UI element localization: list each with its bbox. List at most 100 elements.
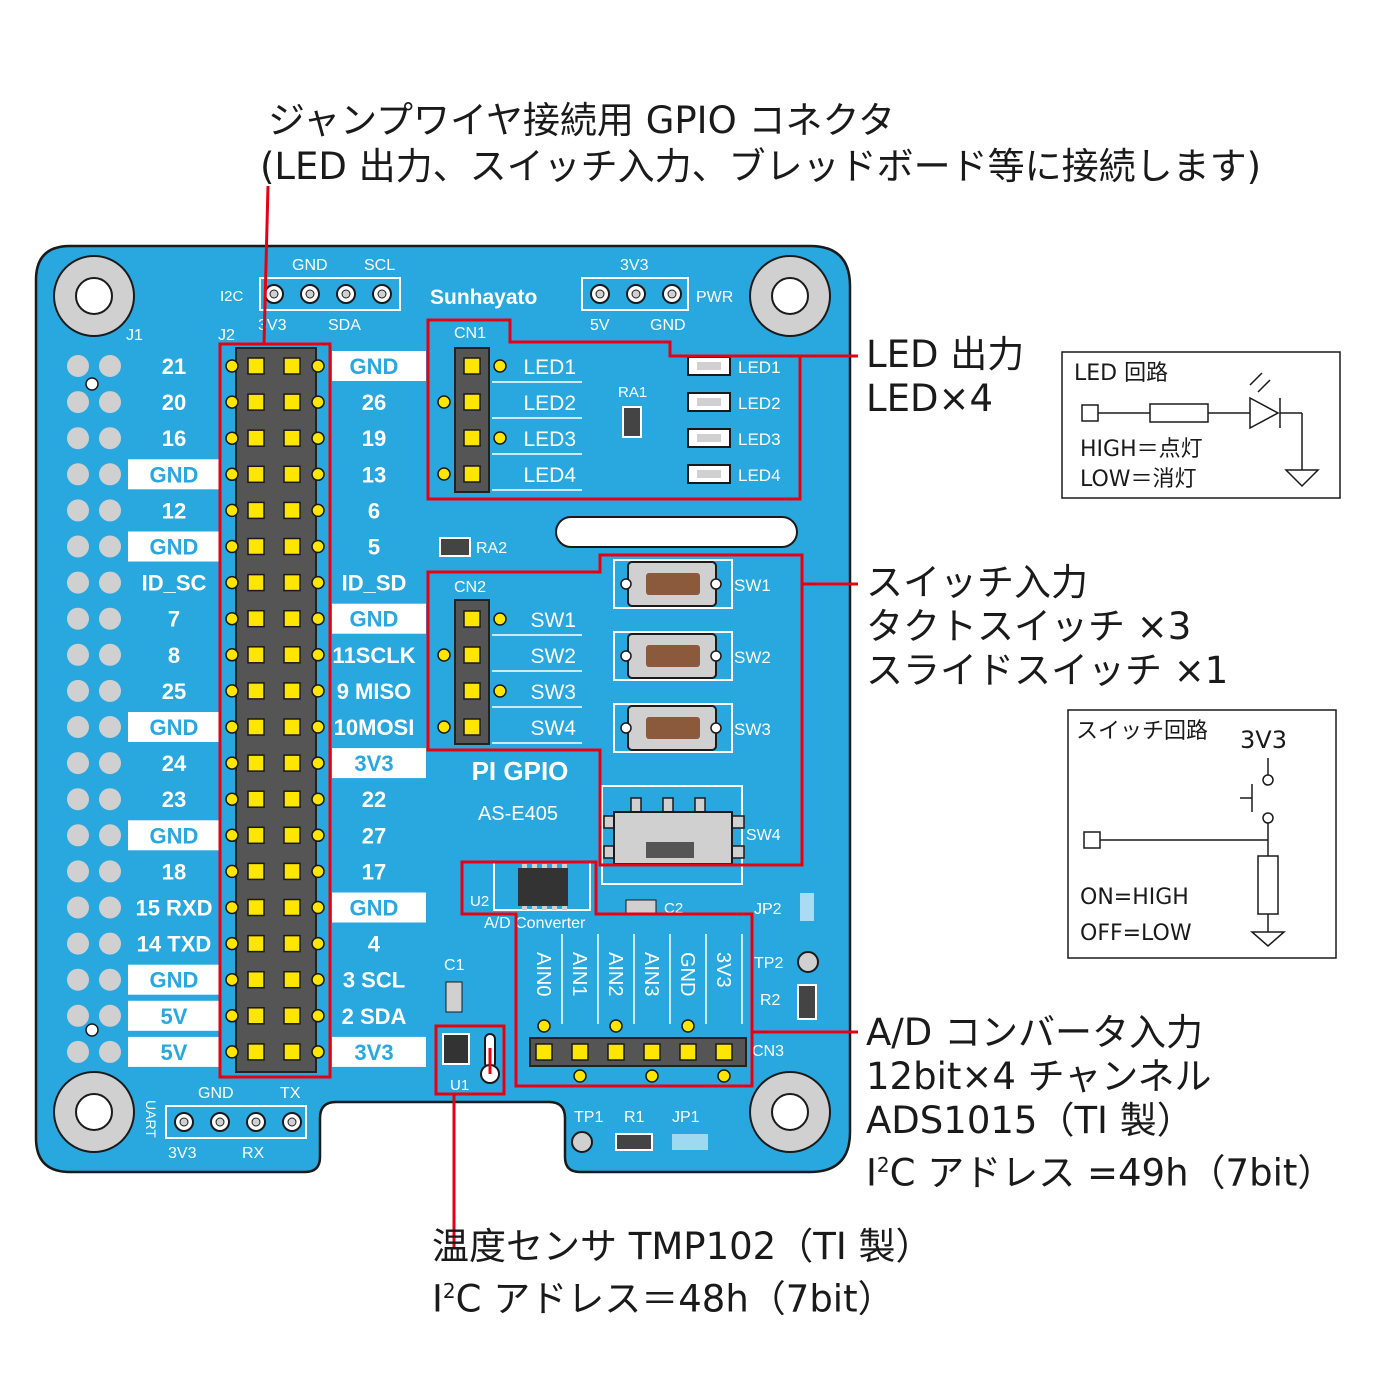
j2-right-label-bg-7 [332, 603, 426, 634]
j2-pad-l-14 [225, 864, 239, 879]
tp1-testpoint [571, 1131, 593, 1153]
j2-left-label-17: GND [150, 968, 199, 993]
j2-right-label-2: 19 [362, 426, 386, 451]
j2-pad-l-1 [225, 395, 239, 409]
temp-note-sup: 2 [442, 1279, 456, 1303]
j2-pin-14-0 [247, 862, 265, 881]
j2-pin-18-1 [283, 1007, 301, 1025]
j2-left-label-bg-5 [128, 531, 220, 562]
u2-pin-bot-1 [532, 904, 537, 910]
cn3-pin-label-2: AIN2 [604, 952, 626, 996]
j2-left-label-bg-10 [128, 712, 220, 742]
cn1-pins-pad-3 [437, 467, 451, 481]
j2-right-label-bg-11 [332, 748, 426, 779]
j2-pin-7-0 [247, 609, 265, 628]
j2-pin-5-0 [247, 537, 265, 556]
j2-pad-r-2 [311, 431, 325, 445]
j2-pad-r-5 [311, 539, 325, 554]
j2-right-label-4: 6 [368, 498, 380, 523]
j1-label: J1 [126, 327, 143, 344]
j2-pad-r-13 [311, 828, 325, 843]
cn2-pins-2 [463, 682, 481, 700]
i2c-gnd-label: GND [292, 257, 328, 274]
j2-pin-15-1 [283, 898, 301, 917]
sw-pad-l-2 [620, 722, 632, 734]
j2-pad-r-10 [311, 720, 325, 734]
j1-hole-3-0 [67, 463, 89, 486]
j2-left-label-12: 23 [162, 787, 186, 812]
j1-hole-0-0 [67, 355, 89, 377]
j1-pin40-marker [85, 1023, 99, 1037]
cn3-pad-0 [537, 1019, 551, 1033]
cn3-pin-2 [607, 1043, 625, 1061]
cn3-pin-4 [679, 1043, 697, 1061]
c1-capacitor [445, 981, 463, 1013]
i2c-label: I2C [220, 288, 244, 305]
j1-hole-1-0 [67, 391, 89, 414]
j1-hole-13-1 [99, 824, 121, 847]
cn3-pin-label-0: AIN0 [532, 952, 554, 996]
pad-hole-uart-pins-0 [179, 1117, 189, 1127]
pad-hole-i2c-pins-2 [341, 289, 351, 299]
cn1-labels-label-1: LED2 [523, 392, 576, 415]
pad-hole-i2c-pins-1 [305, 289, 315, 299]
j2-pad-r-8 [311, 648, 325, 662]
j1-hole-12-0 [67, 788, 89, 811]
switch-circuit-off: OFF=LOW [1080, 921, 1192, 946]
u2-adc-chip [518, 868, 568, 906]
j2-pin-16-1 [283, 934, 301, 953]
sw-pad-r-2 [710, 722, 722, 734]
pwr-connector [581, 277, 689, 311]
led-circuit-box [1061, 351, 1341, 499]
j2-left-label-bg-13 [128, 820, 220, 851]
j2-pin-3-1 [283, 465, 301, 484]
j2-pad-r-11 [311, 756, 325, 770]
j2-left-label-15: 15 RXD [135, 896, 212, 921]
led-note-line2: LED×4 [866, 377, 994, 420]
j2-right-label-8: 11SCLK [332, 643, 415, 668]
adc-note-line1: A/D コンバータ入力 [866, 1011, 1204, 1054]
j1-hole-11-0 [67, 752, 89, 775]
sw-pad-r-0 [710, 578, 722, 590]
j2-pin-4-0 [247, 501, 265, 520]
j2-left-label-19: 5V [161, 1040, 188, 1065]
sw4-pin-2 [694, 797, 706, 813]
cn1-pins-pad-1 [437, 395, 451, 409]
j2-pad-r-9 [311, 684, 325, 698]
j2-pad-r-19 [311, 1045, 325, 1059]
led-lens-1 [697, 398, 721, 406]
pad-hole-pwr-pins-0 [595, 289, 605, 299]
j1-hole-10-0 [67, 716, 89, 738]
j2-pin-18-0 [247, 1007, 265, 1025]
j1-hole-17-1 [99, 968, 121, 991]
led-label-0: LED1 [738, 358, 781, 377]
j2-pad-l-5 [225, 539, 239, 554]
j2-pad-r-1 [311, 395, 325, 409]
j2-right-label-10: 10MOSI [334, 715, 415, 740]
cn1-label: CN1 [454, 325, 486, 342]
ra1-resistor-array [622, 406, 642, 438]
j2-right-label-11: 3V3 [354, 751, 393, 776]
j2-right-label-bg-0 [332, 351, 426, 381]
j2-pin-4-1 [283, 501, 301, 520]
jp2-jumper [800, 893, 814, 921]
pwr-label: PWR [696, 289, 733, 306]
uart-connector [165, 1105, 307, 1139]
led-circuit-title: LED 回路 [1074, 361, 1169, 386]
cn2-pins-3 [463, 718, 481, 736]
pwr-3v3-label: 3V3 [620, 257, 649, 274]
pad-hole-i2c-pins-0 [269, 289, 279, 299]
j2-left-label-13: GND [150, 823, 199, 848]
j2-pad-l-8 [225, 648, 239, 662]
j2-left-label-0: 21 [162, 354, 186, 379]
j1-hole-18-0 [67, 1004, 89, 1027]
cn3-pin-0 [535, 1043, 553, 1061]
j2-pad-r-3 [311, 467, 325, 482]
pwr-5v-label: 5V [590, 317, 610, 334]
cn1-pins-0 [463, 357, 481, 375]
led-circuit-high: HIGH＝点灯 [1080, 437, 1203, 462]
j2-pin-10-1 [283, 718, 301, 736]
c2-capacitor [625, 899, 657, 915]
j2-pin-8-1 [283, 646, 301, 664]
